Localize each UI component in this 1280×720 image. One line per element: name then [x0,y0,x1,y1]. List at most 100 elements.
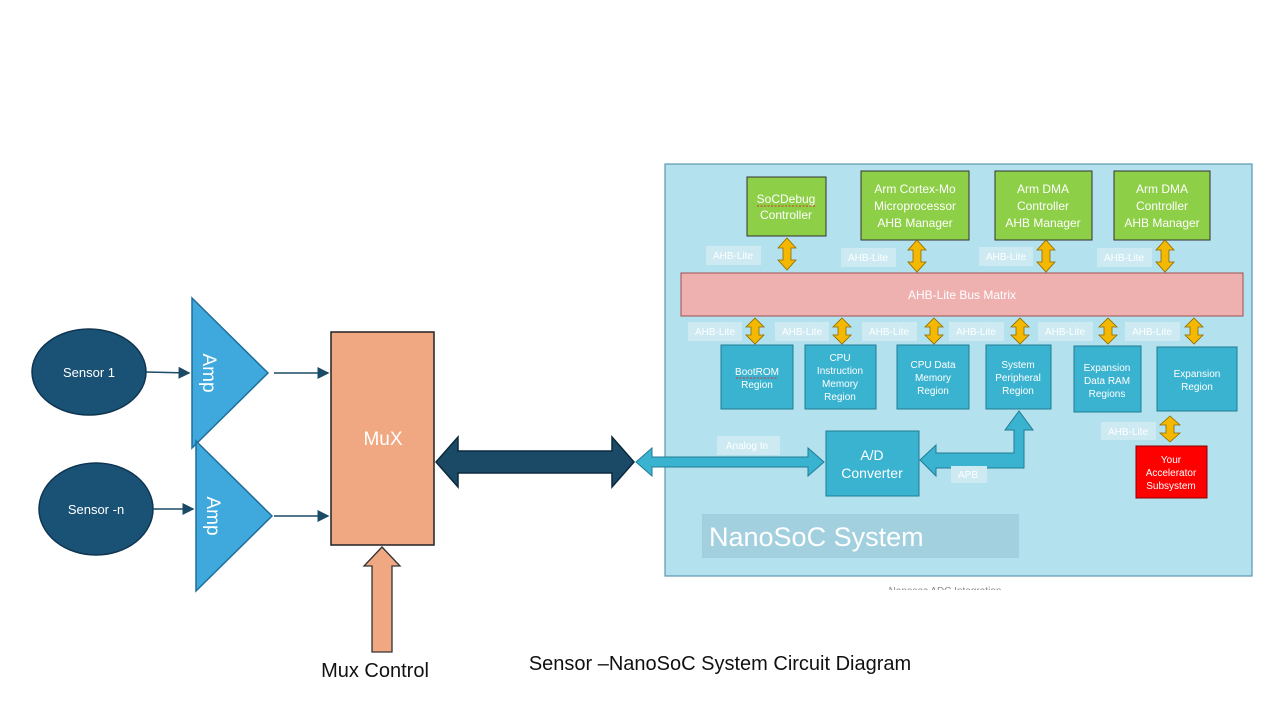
region-expansion-data-ram-line-3: Regions [1089,389,1126,400]
manager-socdebug-line-1: SoCDebug [757,192,816,206]
adc-line-1: A/D [860,447,883,463]
nanosoc-footer-cut: Nanosoc ADC Integration [889,586,1002,597]
bus-label-bottom-1: AHB-Lite [695,327,735,338]
bus-label-top-4-box [1097,248,1152,267]
manager-dma-1-line-1: Arm DMA [1017,182,1069,196]
yellow-arrow-bottom-6 [1184,317,1204,345]
apb-label-box [951,466,987,483]
accelerator-block [1135,445,1208,499]
sensor-n-label: Sensor -n [68,502,124,517]
region-system-peripheral-line-3: Region [1002,386,1034,397]
mux-control-arrow [362,546,402,653]
bus-label-bottom-2: AHB-Lite [782,327,822,338]
manager-cortex-block [860,170,970,241]
region-cpu-data-line-2: Memory [915,373,951,384]
mux-control-label: Mux Control [321,660,429,682]
accelerator-line-2: Accelerator [1146,468,1197,479]
yellow-arrow-bottom-1 [745,317,765,345]
diagram-caption: Sensor –NanoSoC System Circuit Diagram [529,653,911,675]
manager-dma-1-line-3: AHB Manager [1005,216,1080,230]
adc-block [825,430,920,497]
yellow-arrow-top-2 [907,239,927,273]
accelerator-line-1: Your [1161,455,1182,466]
manager-dma-1-block [994,170,1093,241]
mux-label: MuX [363,429,402,450]
manager-dma-2-line-1: Arm DMA [1136,182,1188,196]
bus-matrix-block [680,272,1244,317]
yellow-arrow-top-3 [1036,239,1056,273]
sensor-1-label: Sensor 1 [63,365,115,380]
region-cpu-instruction-line-4: Region [824,392,856,403]
manager-dma-2-line-3: AHB Manager [1124,216,1199,230]
mux-block [330,331,435,546]
bus-label-top-3-box [979,247,1033,266]
nanosoc-title: NanoSoC System [709,522,924,552]
expansion-bus-label-box [1101,422,1156,440]
amp-2-label: Amp [202,496,223,535]
region-expansion-data-ram-line-1: Expansion [1084,363,1131,374]
yellow-arrow-bottom-4 [1010,317,1030,345]
bus-label-bottom-4-box [949,322,1004,341]
yellow-arrow-top-4 [1155,239,1175,273]
expansion-bus-label: AHB-Lite [1108,427,1148,438]
manager-dma-2-block [1113,170,1211,241]
analog-in-label-box [717,436,780,455]
region-expansion-line-1: Expansion [1174,369,1221,380]
yellow-arrow-bottom-3 [924,317,944,345]
bus-label-top-1: AHB-Lite [713,251,753,262]
mux-soc-bidirectional-arrow [435,435,635,489]
bus-label-bottom-3: AHB-Lite [869,327,909,338]
bus-label-bottom-5-box [1038,322,1093,341]
region-expansion-data-ram-block [1073,345,1142,413]
analog-in-arrow [635,446,825,478]
bus-label-top-2-box [841,248,896,267]
manager-cortex-line-2: Microprocessor [874,199,956,213]
accelerator-line-3: Subsystem [1146,481,1195,492]
yellow-arrow-bottom-2 [832,317,852,345]
bus-label-bottom-6: AHB-Lite [1132,327,1172,338]
manager-dma-2-line-2: Controller [1136,199,1188,213]
region-bootrom-line-2: Region [741,380,773,391]
manager-cortex-line-1: Arm Cortex-Mo [874,182,956,196]
region-expansion-line-2: Region [1181,382,1213,393]
nanosoc-title-box [702,514,1019,558]
bus-label-bottom-5: AHB-Lite [1045,327,1085,338]
manager-cortex-line-3: AHB Manager [877,216,952,230]
region-bootrom-block [720,344,794,410]
region-cpu-instruction-line-3: Memory [822,379,858,390]
region-system-peripheral-line-1: System [1001,360,1034,371]
region-expansion-data-ram-line-2: Data RAM [1084,376,1130,387]
adc-line-2: Converter [841,465,903,481]
apb-elbow-arrow [919,410,1034,478]
manager-dma-1-line-2: Controller [1017,199,1069,213]
region-expansion-block [1156,346,1238,412]
apb-label: APB [958,470,978,481]
bus-label-bottom-3-box [862,322,917,341]
yellow-arrow-top-1 [777,237,797,271]
region-cpu-instruction-line-2: Instruction [817,366,863,377]
bus-label-top-2: AHB-Lite [848,253,888,264]
analog-in-label: Analog In [726,441,768,452]
yellow-arrow-bottom-5 [1098,317,1118,345]
bus-label-top-4: AHB-Lite [1104,253,1144,264]
region-cpu-data-line-3: Region [917,386,949,397]
bus-label-top-3: AHB-Lite [986,252,1026,263]
amp-2-triangle [195,439,274,593]
bus-label-bottom-1-box [688,322,742,341]
bus-label-bottom-4: AHB-Lite [956,327,996,338]
bus-label-bottom-2-box [775,322,829,341]
region-bootrom-line-1: BootROM [735,367,779,378]
bus-matrix-label: AHB-Lite Bus Matrix [908,288,1016,302]
yellow-arrow-accelerator [1158,415,1182,443]
amp-1-triangle [191,296,270,450]
bus-label-top-1-box [706,246,761,265]
region-cpu-data-line-1: CPU Data [910,360,955,371]
region-system-peripheral-block [985,344,1052,410]
region-cpu-data-block [896,344,970,410]
amp-1-label: Amp [198,353,219,392]
manager-socdebug-line-2: Controller [760,208,812,222]
region-system-peripheral-line-2: Peripheral [995,373,1041,384]
region-cpu-instruction-block [804,344,877,410]
bus-label-bottom-6-box [1125,322,1180,341]
